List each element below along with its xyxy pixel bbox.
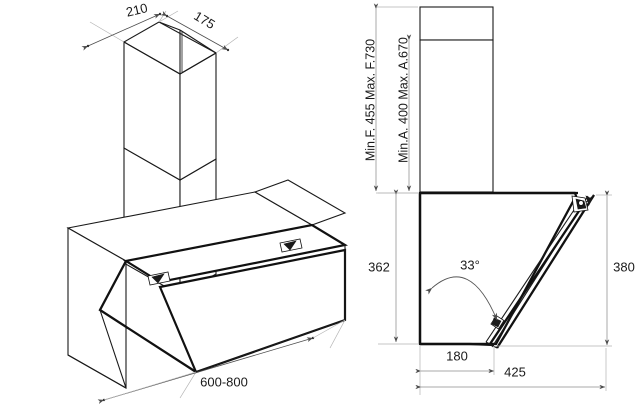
dimension-panel-angle-33: 33° <box>425 257 498 321</box>
dimension-label-chimney-width: 175 <box>191 8 217 32</box>
dimension-label-glass-height: 380 <box>613 259 635 274</box>
dimension-label-chimney-depth: 210 <box>125 0 150 19</box>
dimension-label-total-depth: 425 <box>504 364 526 379</box>
dimension-chimney-height-a: Min.A. 400 Max. A.670 <box>396 34 412 192</box>
dimension-label-panel-angle: 33° <box>460 257 480 272</box>
panel-hinge-bracket-left <box>147 271 171 286</box>
dimension-label-body-depth: 180 <box>446 348 468 363</box>
side-top-hinge <box>571 195 593 213</box>
panel-hinge-bracket-right <box>279 238 303 253</box>
hood-body-box <box>66 179 347 389</box>
side-chimney <box>419 6 494 193</box>
side-elevation-view: Min.F. 455 Max. F.730 Min.A. 400 Max. A.… <box>363 3 635 395</box>
dimension-body-depth-180: 180 <box>415 346 495 395</box>
dimension-label-body-height: 362 <box>368 259 390 274</box>
dimension-glass-height-380: 380 <box>497 190 635 347</box>
dimension-body-height-362: 362 <box>368 189 418 345</box>
isometric-view: 210 175 600-800 <box>66 0 348 405</box>
dimension-label-chimney-height-a: Min.A. 400 Max. A.670 <box>396 37 410 163</box>
dimension-total-depth-425: 425 <box>415 348 607 391</box>
dimension-hood-width-600-800: 600-800 <box>97 319 346 405</box>
dimension-label-chimney-height-f: Min.F. 455 Max. F.730 <box>363 39 377 161</box>
chimney-upper-section <box>123 21 217 181</box>
dimension-label-hood-width: 600-800 <box>200 374 248 389</box>
side-inclined-panel <box>485 194 595 349</box>
